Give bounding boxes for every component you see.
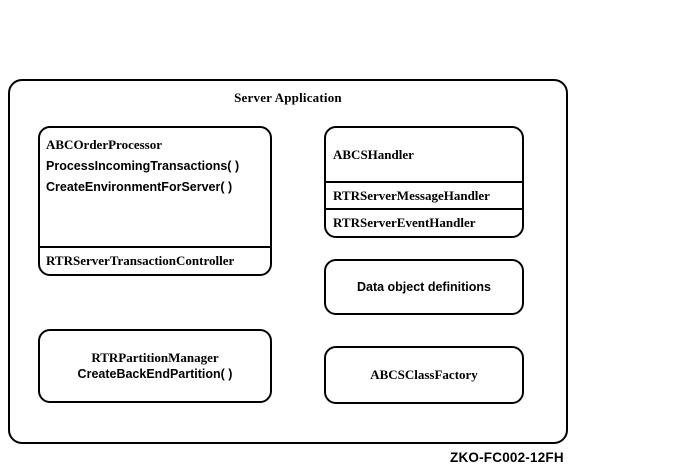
abcs-handler-class-name: ABCSHandler	[333, 146, 414, 162]
partition-manager-body: RTRPartitionManager CreateBackEndPartiti…	[40, 331, 270, 401]
order-processor-method-1: ProcessIncomingTransactions( )	[46, 159, 240, 173]
data-object-definitions-label: Data object definitions	[356, 280, 492, 294]
node-abcs-handler: ABCSHandler RTRServerMessageHandler RTRS…	[324, 126, 524, 238]
abcs-handler-section-message: RTRServerMessageHandler	[326, 181, 522, 208]
rtr-server-event-handler-label: RTRServerEventHandler	[333, 215, 476, 230]
data-objects-body: Data object definitions	[326, 261, 522, 313]
order-processor-method-2: CreateEnvironmentForServer( )	[46, 180, 233, 194]
order-processor-class-name: ABCOrderProcessor	[46, 137, 163, 152]
diagram-title: Server Application	[234, 90, 342, 105]
rtr-partition-manager-class-name: RTRPartitionManager	[91, 350, 219, 365]
order-processor-body: ABCOrderProcessor ProcessIncomingTransac…	[40, 128, 270, 246]
abcs-handler-header: ABCSHandler	[326, 128, 522, 181]
node-abcs-class-factory: ABCSClassFactory	[324, 346, 524, 404]
rtr-partition-manager-method: CreateBackEndPartition( )	[77, 367, 233, 381]
rtr-server-transaction-controller-label: RTRServerTransactionController	[46, 253, 235, 268]
node-data-object-definitions: Data object definitions	[324, 259, 524, 315]
class-factory-body: ABCSClassFactory	[326, 348, 522, 402]
abcs-class-factory-label: ABCSClassFactory	[370, 367, 478, 382]
figure-caption: ZKO-FC002-12FH	[450, 450, 564, 465]
rtr-server-message-handler-label: RTRServerMessageHandler	[333, 187, 490, 203]
node-rtr-partition-manager: RTRPartitionManager CreateBackEndPartiti…	[38, 329, 272, 403]
order-processor-footer: RTRServerTransactionController	[40, 246, 270, 274]
abcs-handler-section-event: RTRServerEventHandler	[326, 208, 522, 236]
node-abc-order-processor: ABCOrderProcessor ProcessIncomingTransac…	[38, 126, 272, 276]
